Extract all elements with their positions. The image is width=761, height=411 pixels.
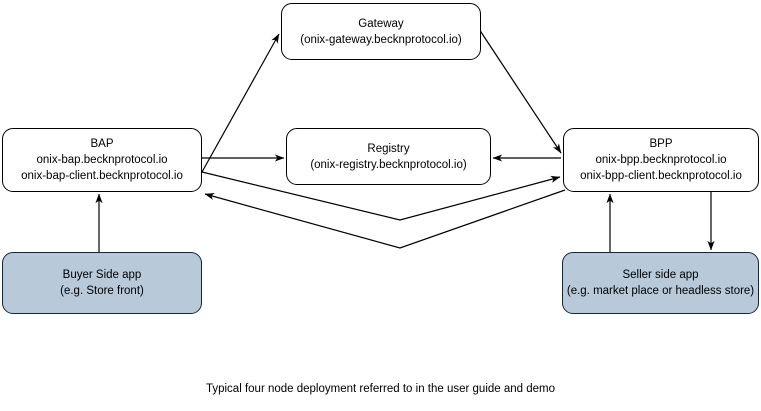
node-bpp-title: BPP <box>649 138 673 150</box>
node-bpp[interactable]: BPP onix-bpp.becknprotocol.io onix-bpp-c… <box>563 128 759 192</box>
edge-bpp-to-bap <box>204 189 566 249</box>
node-gateway-title: Gateway <box>358 17 404 30</box>
node-gateway[interactable]: Gateway (onix-gateway.becknprotocol.io) <box>281 3 481 60</box>
node-buyer-side-app-subtitle: (e.g. Store front) <box>60 285 144 297</box>
edge-bap-to-gateway <box>201 33 280 173</box>
node-seller-side-app-subtitle: (e.g. market place or headless store) <box>566 285 755 297</box>
edge-bap-to-bpp <box>201 171 561 221</box>
node-buyer-side-app[interactable]: Buyer Side app (e.g. Store front) <box>2 252 202 314</box>
node-buyer-side-app-title: Buyer Side app <box>62 269 142 281</box>
node-bpp-subtitle-2: onix-bpp-client.becknprotocol.io <box>580 170 742 182</box>
node-bap-subtitle-2: onix-bap-client.becknprotocol.io <box>21 170 183 182</box>
node-gateway-subtitle: (onix-gateway.becknprotocol.io) <box>300 33 462 46</box>
node-registry-title: Registry <box>367 142 410 155</box>
node-registry[interactable]: Registry (onix-registry.becknprotocol.io… <box>286 128 491 185</box>
node-bap-title: BAP <box>90 138 114 150</box>
diagram-caption: Typical four node deployment referred to… <box>205 383 556 395</box>
edge-gateway-to-bpp <box>478 28 562 154</box>
node-bpp-subtitle: onix-bpp.becknprotocol.io <box>595 154 727 166</box>
node-bap[interactable]: BAP onix-bap.becknprotocol.io onix-bap-c… <box>2 128 202 192</box>
node-bap-subtitle: onix-bap.becknprotocol.io <box>36 154 168 166</box>
node-seller-side-app-title: Seller side app <box>622 269 699 281</box>
node-seller-side-app[interactable]: Seller side app (e.g. market place or he… <box>562 252 759 314</box>
node-registry-subtitle: (onix-registry.becknprotocol.io) <box>310 158 467 171</box>
